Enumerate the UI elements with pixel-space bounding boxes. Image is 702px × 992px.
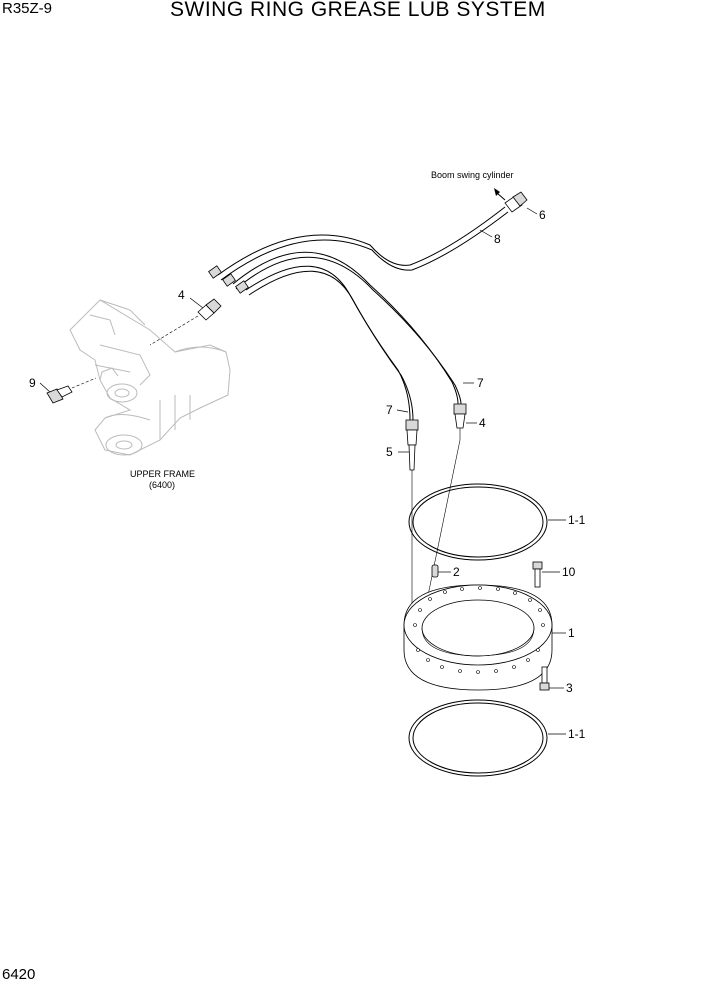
model-code: R35Z-9 xyxy=(2,0,53,17)
part-4-left-adapter xyxy=(149,298,222,346)
callout-7-left: 7 xyxy=(386,403,393,417)
page-number: 6420 xyxy=(2,966,36,983)
part-1-1-top-seal xyxy=(408,483,548,561)
ring-bolt-holes xyxy=(413,586,545,674)
upper-frame-label: UPPER FRAME xyxy=(130,469,195,479)
upper-frame-ref: (6400) xyxy=(149,480,175,490)
callout-8: 8 xyxy=(494,232,501,246)
callout-1-1-top: 1-1 xyxy=(568,513,586,527)
callout-5: 5 xyxy=(386,445,393,459)
right-hose-fittings xyxy=(405,403,467,620)
callout-6: 6 xyxy=(539,208,546,222)
part-9-grease-nipple xyxy=(46,377,97,404)
part-6-elbow xyxy=(494,188,528,213)
callout-4-left: 4 xyxy=(178,288,185,302)
part-1-1-bottom-seal xyxy=(408,699,548,777)
upper-frame-drawing xyxy=(69,299,231,456)
part-2-pin xyxy=(431,564,439,578)
leader-lines xyxy=(39,207,566,735)
page-title: SWING RING GREASE LUB SYSTEM xyxy=(170,0,546,21)
callout-4-right: 4 xyxy=(479,416,486,430)
hose-assemblies xyxy=(208,206,509,421)
part-10-bolt xyxy=(532,561,543,588)
part-1-swing-ring xyxy=(403,584,553,691)
callout-3: 3 xyxy=(566,681,573,695)
boom-swing-cylinder-label: Boom swing cylinder xyxy=(431,170,514,180)
callout-7-right: 7 xyxy=(477,376,484,390)
callout-1-1-bottom: 1-1 xyxy=(568,727,586,741)
callout-1: 1 xyxy=(568,626,575,640)
part-3-bolt xyxy=(539,666,550,691)
callout-10: 10 xyxy=(562,565,576,579)
callout-9: 9 xyxy=(29,376,36,390)
callout-2: 2 xyxy=(453,565,460,579)
